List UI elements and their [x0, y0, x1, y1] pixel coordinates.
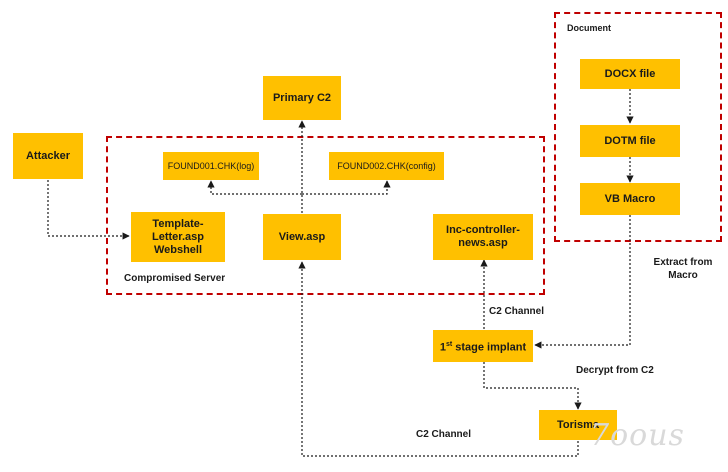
- docx-file-label: DOCX file: [604, 67, 656, 80]
- edge-implant-to-torisma: [483, 362, 582, 410]
- torisma-label: Torisma: [557, 418, 599, 431]
- decrypt-from-c2-label: Decrypt from C2: [576, 365, 654, 376]
- found001-label: FOUND001.CHK(log): [167, 160, 255, 171]
- view-asp-label: View.asp: [278, 230, 326, 243]
- template-label-line3: Webshell: [153, 243, 203, 256]
- found002-node: FOUND002.CHK(config): [329, 152, 444, 180]
- edge-vbmacro-to-implant: [534, 215, 631, 349]
- view-asp-node: View.asp: [263, 214, 341, 260]
- extract-label-line2: Macro: [668, 270, 698, 281]
- primary-c2-node: Primary C2: [263, 76, 341, 120]
- template-webshell-node: Template- Letter.asp Webshell: [131, 212, 225, 262]
- found001-node: FOUND001.CHK(log): [163, 152, 259, 180]
- template-label-line1: Template-: [152, 217, 204, 230]
- compromised-server-label: Compromised Server: [124, 273, 226, 284]
- vb-macro-node: VB Macro: [580, 183, 680, 215]
- attacker-label: Attacker: [25, 149, 71, 162]
- document-region: [554, 12, 722, 242]
- extract-label-line1: Extract from: [653, 257, 713, 268]
- implant-label-number: 1: [439, 341, 446, 354]
- edge-attacker-to-webshell: [47, 180, 130, 240]
- first-stage-implant-node: 1st stage implant: [433, 330, 533, 362]
- inc-controller-label-line1: Inc-controller-: [446, 224, 520, 236]
- dotm-file-label: DOTM file: [604, 134, 656, 147]
- c2-channel-label-upper: C2 Channel: [489, 306, 545, 317]
- vb-macro-label: VB Macro: [604, 192, 656, 205]
- edge-to-found002: [302, 180, 391, 195]
- implant-label-text: stage implant: [452, 341, 527, 354]
- primary-c2-label: Primary C2: [272, 91, 332, 104]
- c2-channel-label-lower: C2 Channel: [416, 429, 472, 440]
- inc-controller-node: Inc-controller- news.asp: [433, 214, 533, 260]
- document-label: Document: [567, 23, 612, 33]
- first-stage-implant-label: 1st stage implant: [440, 338, 526, 355]
- inc-controller-label-line2: news.asp: [458, 237, 508, 249]
- template-label-line2: Letter.asp: [152, 230, 204, 243]
- extract-from-macro-label: Extract from Macro: [640, 256, 726, 282]
- found002-label: FOUND002.CHK(config): [337, 160, 436, 171]
- edge-torisma-to-view: [298, 261, 579, 457]
- compromised-server-region: [106, 136, 545, 295]
- docx-file-node: DOCX file: [580, 59, 680, 89]
- edge-to-found001: [207, 180, 302, 195]
- watermark-logo: 7oous: [590, 418, 685, 453]
- torisma-node: Torisma: [539, 410, 617, 440]
- implant-label-ordinal: st: [445, 340, 453, 348]
- dotm-file-node: DOTM file: [580, 125, 680, 157]
- attacker-node: Attacker: [13, 133, 83, 179]
